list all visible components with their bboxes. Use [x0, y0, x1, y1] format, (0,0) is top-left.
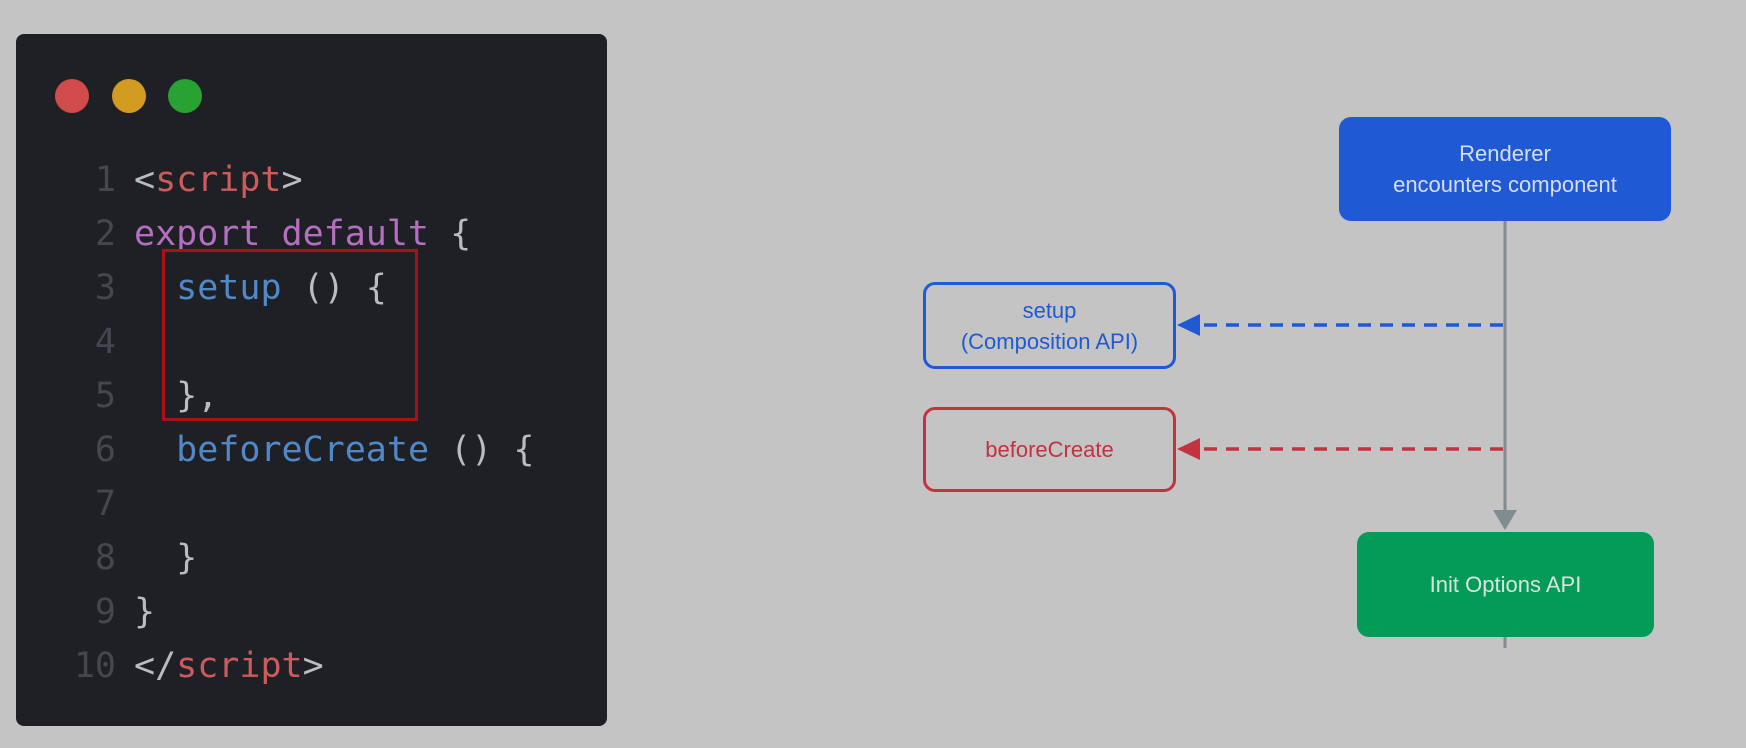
code-line: 10 </script> — [16, 639, 607, 693]
code-token-punctuation: } — [134, 538, 198, 578]
code-token-punctuation: () { — [281, 268, 387, 308]
line-number: 4 — [94, 322, 116, 362]
minimize-window-dot[interactable] — [112, 79, 146, 113]
before-create-node: beforeCreate — [923, 407, 1176, 492]
code-line: 5 }, — [16, 369, 607, 423]
code-text: export default { — [134, 207, 471, 261]
code-token-tag: script — [155, 160, 282, 200]
line-number: 6 — [94, 430, 116, 470]
main-flow-arrowhead — [1493, 510, 1517, 530]
code-text: beforeCreate () { — [134, 423, 534, 477]
code-token-punctuation: > — [302, 646, 324, 686]
code-token-function: setup — [176, 268, 282, 308]
code-token-punctuation: > — [281, 160, 303, 200]
before-create-arrowhead — [1177, 438, 1200, 460]
setup-highlight-box — [162, 249, 418, 421]
line-number: 10 — [73, 646, 116, 686]
code-text: } — [134, 585, 155, 639]
code-text: setup () { — [134, 261, 387, 315]
line-number: 8 — [94, 538, 116, 578]
code-token-function: beforeCreate — [176, 430, 430, 470]
line-number: 9 — [94, 592, 116, 632]
code-token-punctuation: </ — [134, 646, 177, 686]
close-window-dot[interactable] — [55, 79, 89, 113]
code-line: 4 — [16, 315, 607, 369]
code-token-keyword: export default — [134, 214, 430, 254]
code-token-punctuation: < — [134, 160, 156, 200]
code-text: }, — [134, 369, 218, 423]
code-line: 9} — [16, 585, 607, 639]
renderer-node: Renderer encounters component — [1339, 117, 1671, 221]
line-number: 2 — [94, 214, 116, 254]
line-number: 3 — [94, 268, 116, 308]
code-line: 7 — [16, 477, 607, 531]
code-line: 6 beforeCreate () { — [16, 423, 607, 477]
setup-node: setup (Composition API) — [923, 282, 1176, 369]
code-token-tag: script — [176, 646, 303, 686]
code-token-punctuation: } — [134, 592, 156, 632]
maximize-window-dot[interactable] — [168, 79, 202, 113]
code-line: 3 setup () { — [16, 261, 607, 315]
line-number: 5 — [94, 376, 116, 416]
code-token-punctuation: { — [429, 214, 472, 254]
code-text: </script> — [134, 639, 324, 693]
code-text: <script> — [134, 153, 303, 207]
code-line: 8 } — [16, 531, 607, 585]
code-token-punctuation: }, — [134, 376, 219, 416]
code-line: 1 <script> — [16, 153, 607, 207]
code-text: } — [134, 531, 197, 585]
code-token-punctuation: () { — [429, 430, 535, 470]
code-line: 2 export default { — [16, 207, 607, 261]
line-number: 1 — [94, 160, 116, 200]
init-options-node: Init Options API — [1357, 532, 1654, 637]
setup-arrowhead — [1177, 314, 1200, 336]
line-number: 7 — [94, 484, 116, 524]
